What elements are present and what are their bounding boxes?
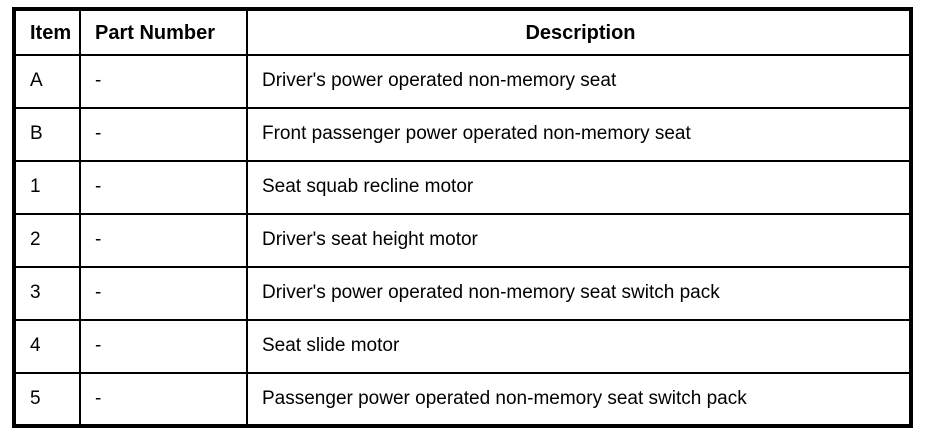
item-cell: 4 xyxy=(13,319,81,374)
table-row: 1-Seat squab recline motor xyxy=(13,160,912,215)
description-cell: Seat slide motor xyxy=(246,319,912,374)
description-cell: Driver's seat height motor xyxy=(246,213,912,268)
item-cell: 5 xyxy=(13,372,81,427)
table-row: 4-Seat slide motor xyxy=(13,319,912,374)
header-row: Item Part Number Description xyxy=(13,8,912,56)
parts-table-header: Item Part Number Description xyxy=(13,8,912,56)
table-row: 3-Driver's power operated non-memory sea… xyxy=(13,266,912,321)
description-cell: Driver's power operated non-memory seat xyxy=(246,54,912,109)
part-number-cell: - xyxy=(79,213,248,268)
item-cell: 3 xyxy=(13,266,81,321)
item-cell: A xyxy=(13,54,81,109)
column-header-description: Description xyxy=(246,8,912,56)
part-number-cell: - xyxy=(79,266,248,321)
description-cell: Seat squab recline motor xyxy=(246,160,912,215)
column-header-item: Item xyxy=(13,8,81,56)
part-number-cell: - xyxy=(79,107,248,162)
item-cell: B xyxy=(13,107,81,162)
column-header-part-number: Part Number xyxy=(79,8,248,56)
description-cell: Driver's power operated non-memory seat … xyxy=(246,266,912,321)
item-cell: 1 xyxy=(13,160,81,215)
table-row: 2-Driver's seat height motor xyxy=(13,213,912,268)
part-number-cell: - xyxy=(79,319,248,374)
parts-table: Item Part Number Description A-Driver's … xyxy=(12,7,913,428)
table-row: A-Driver's power operated non-memory sea… xyxy=(13,54,912,109)
item-cell: 2 xyxy=(13,213,81,268)
table-row: 5-Passenger power operated non-memory se… xyxy=(13,372,912,427)
parts-table-body: A-Driver's power operated non-memory sea… xyxy=(13,54,912,427)
part-number-cell: - xyxy=(79,160,248,215)
description-cell: Passenger power operated non-memory seat… xyxy=(246,372,912,427)
part-number-cell: - xyxy=(79,54,248,109)
description-cell: Front passenger power operated non-memor… xyxy=(246,107,912,162)
part-number-cell: - xyxy=(79,372,248,427)
table-row: B-Front passenger power operated non-mem… xyxy=(13,107,912,162)
